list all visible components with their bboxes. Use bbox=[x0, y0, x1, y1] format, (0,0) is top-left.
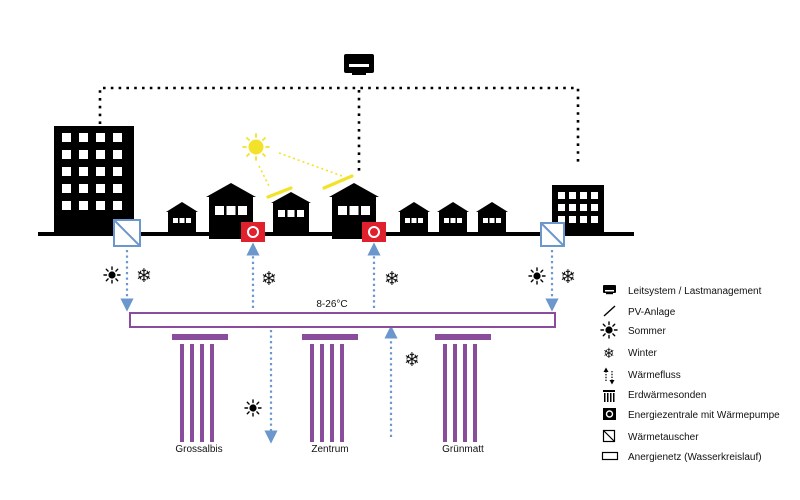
pv-panels bbox=[266, 174, 354, 199]
apartment-building-left bbox=[54, 126, 134, 234]
apartment-building-right bbox=[552, 185, 604, 234]
probe-field-label: Zentrum bbox=[311, 444, 348, 455]
geothermal-probe-field bbox=[172, 334, 228, 442]
sun-icon bbox=[528, 267, 546, 285]
snowflake-icon: ❄ bbox=[560, 266, 576, 288]
energy-center-icon bbox=[362, 222, 386, 242]
legend-label: Wärmetauscher bbox=[628, 432, 699, 443]
probe-field-label: Grossalbis bbox=[175, 444, 222, 455]
snowflake-icon: ❄ bbox=[261, 268, 277, 290]
control-wiring-dotted-lines bbox=[98, 86, 580, 172]
control-system-monitor-icon bbox=[344, 54, 374, 75]
heat-exchanger-icon bbox=[540, 222, 565, 247]
legend-label: Winter bbox=[628, 348, 658, 359]
snowflake-icon: ❄ bbox=[384, 268, 400, 290]
snowflake-icon: ❄ bbox=[136, 265, 152, 287]
sun-icon bbox=[600, 321, 618, 339]
snowflake-icon: ❄ bbox=[603, 346, 615, 362]
network-temperature-label: 8-26°C bbox=[316, 299, 347, 310]
legend-label: Anergienetz (Wasserkreislauf) bbox=[628, 452, 762, 463]
house bbox=[398, 202, 430, 234]
energy-center-icon bbox=[603, 408, 616, 420]
sun-icon bbox=[244, 399, 262, 417]
legend-label: Leitsystem / Lastmanagement bbox=[628, 286, 762, 297]
legend-label: Energiezentrale mit Wärmepumpe bbox=[628, 410, 780, 421]
anergy-network-pipe bbox=[129, 312, 556, 328]
house bbox=[476, 202, 508, 234]
snowflake-icon: ❄ bbox=[404, 349, 420, 371]
heat-flow-arrows bbox=[120, 242, 559, 444]
pv-panel-icon bbox=[603, 305, 616, 317]
house bbox=[271, 192, 311, 236]
sun-icon bbox=[103, 266, 121, 284]
sun-rays bbox=[258, 152, 343, 189]
house bbox=[166, 202, 198, 234]
anergy-network-icon bbox=[601, 451, 619, 461]
heat-exchanger-icon bbox=[602, 429, 616, 443]
sun-icon bbox=[242, 133, 270, 161]
legend-label: Wärmefluss bbox=[628, 370, 681, 381]
house bbox=[437, 202, 469, 234]
geothermal-probe-icon bbox=[603, 390, 615, 402]
monitor-icon bbox=[603, 285, 616, 295]
legend-label: Erdwärmesonden bbox=[628, 390, 706, 401]
probe-field-label: Grünmatt bbox=[442, 444, 484, 455]
energy-center-icon bbox=[241, 222, 265, 242]
legend: Leitsystem / Lastmanagement PV-Anlage So… bbox=[600, 285, 780, 463]
geothermal-probe-field bbox=[435, 334, 491, 442]
heat-exchanger-icon bbox=[113, 219, 141, 247]
legend-label: PV-Anlage bbox=[628, 307, 676, 318]
heat-flow-icon bbox=[605, 371, 613, 381]
geothermal-probe-field bbox=[302, 334, 358, 442]
legend-label: Sommer bbox=[628, 326, 666, 337]
